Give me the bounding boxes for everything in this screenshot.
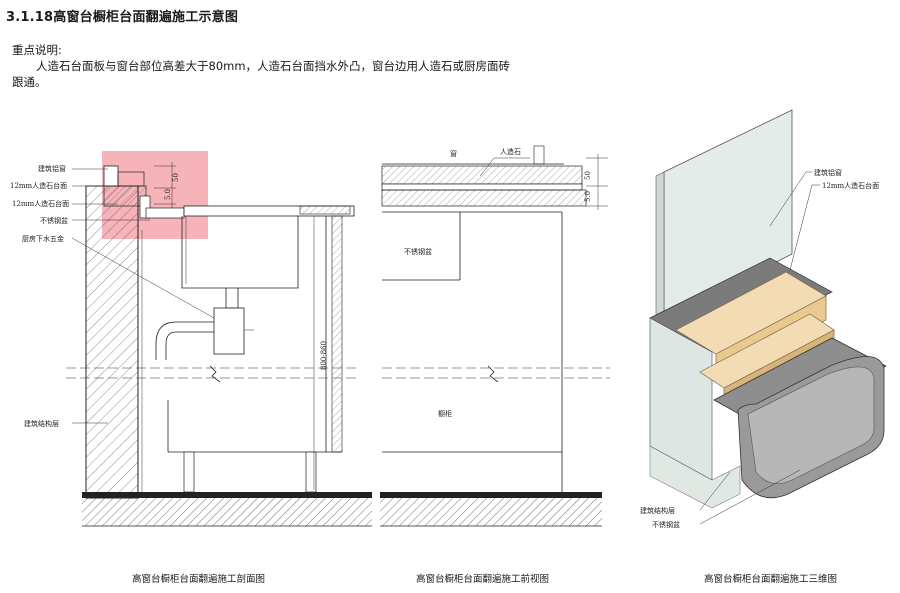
front-dim-1: 50 — [584, 171, 592, 180]
section-sink — [181, 216, 299, 289]
page-title: 3.1.18高窗台橱柜台面翻遍施工示意图 — [6, 10, 239, 25]
front-view: 50 5.0 窗 人造石 不锈钢盆 橱柜 — [380, 145, 610, 527]
iso-label-countertop: 12mm人造石台面 — [822, 181, 879, 190]
section-label-countertop-2: 12mm人造石台面 — [12, 199, 69, 208]
section-dim-1: 50 — [172, 173, 180, 182]
section-label-sink: 不锈钢盆 — [40, 216, 68, 225]
section-stone-step — [139, 195, 151, 219]
section-view: 50 5.0 800-860 — [10, 151, 372, 527]
section-leaders — [71, 168, 215, 424]
front-label-window: 窗 — [450, 149, 457, 158]
front-label-sink: 不锈钢盆 — [404, 247, 432, 256]
notes-block: 重点说明: 人造石台面板与窗台部位高差大于80mm，人造石台面挡水外凸，窗台边用… — [12, 42, 572, 90]
iso-view: 建筑铝窗 12mm人造石台面 建筑结构层 不锈钢盆 — [640, 109, 887, 529]
section-label-structure: 建筑结构层 — [24, 419, 59, 428]
iso-label-structure: 建筑结构层 — [640, 506, 675, 515]
front-dim-2: 5.0 — [584, 191, 592, 202]
front-label-cabinet: 橱柜 — [438, 409, 452, 418]
iso-label-window: 建筑铝窗 — [814, 168, 842, 177]
section-dim-height: 800-860 — [320, 341, 328, 370]
iso-label-sink: 不锈钢盆 — [652, 520, 680, 529]
section-caption: 高窗台橱柜台面翻遍施工剖面图 — [132, 574, 266, 585]
front-label-stone: 人造石 — [500, 147, 521, 156]
notes-heading: 重点说明: — [12, 43, 62, 57]
iso-caption: 高窗台橱柜台面翻遍施工三维图 — [704, 574, 838, 585]
section-countertop — [183, 205, 355, 217]
notes-body: 人造石台面板与窗台部位高差大于80mm，人造石台面挡水外凸，窗台边用人造石或厨房… — [12, 58, 572, 74]
section-label-countertop-1: 12mm人造石台面 — [10, 181, 67, 190]
notes-line-1: 人造石台面板与窗台部位高差大于80mm，人造石台面挡水外凸，窗台边用人造石或厨房… — [36, 59, 511, 73]
section-label-window: 建筑铝窗 — [38, 164, 66, 173]
front-caption: 高窗台橱柜台面翻遍施工前视图 — [416, 574, 550, 585]
section-dim-2: 5.0 — [164, 189, 172, 200]
section-wall — [85, 185, 139, 499]
notes-body-cont: 跟通。 — [12, 75, 47, 89]
section-label-hardware: 厨房下水五金 — [22, 234, 64, 243]
